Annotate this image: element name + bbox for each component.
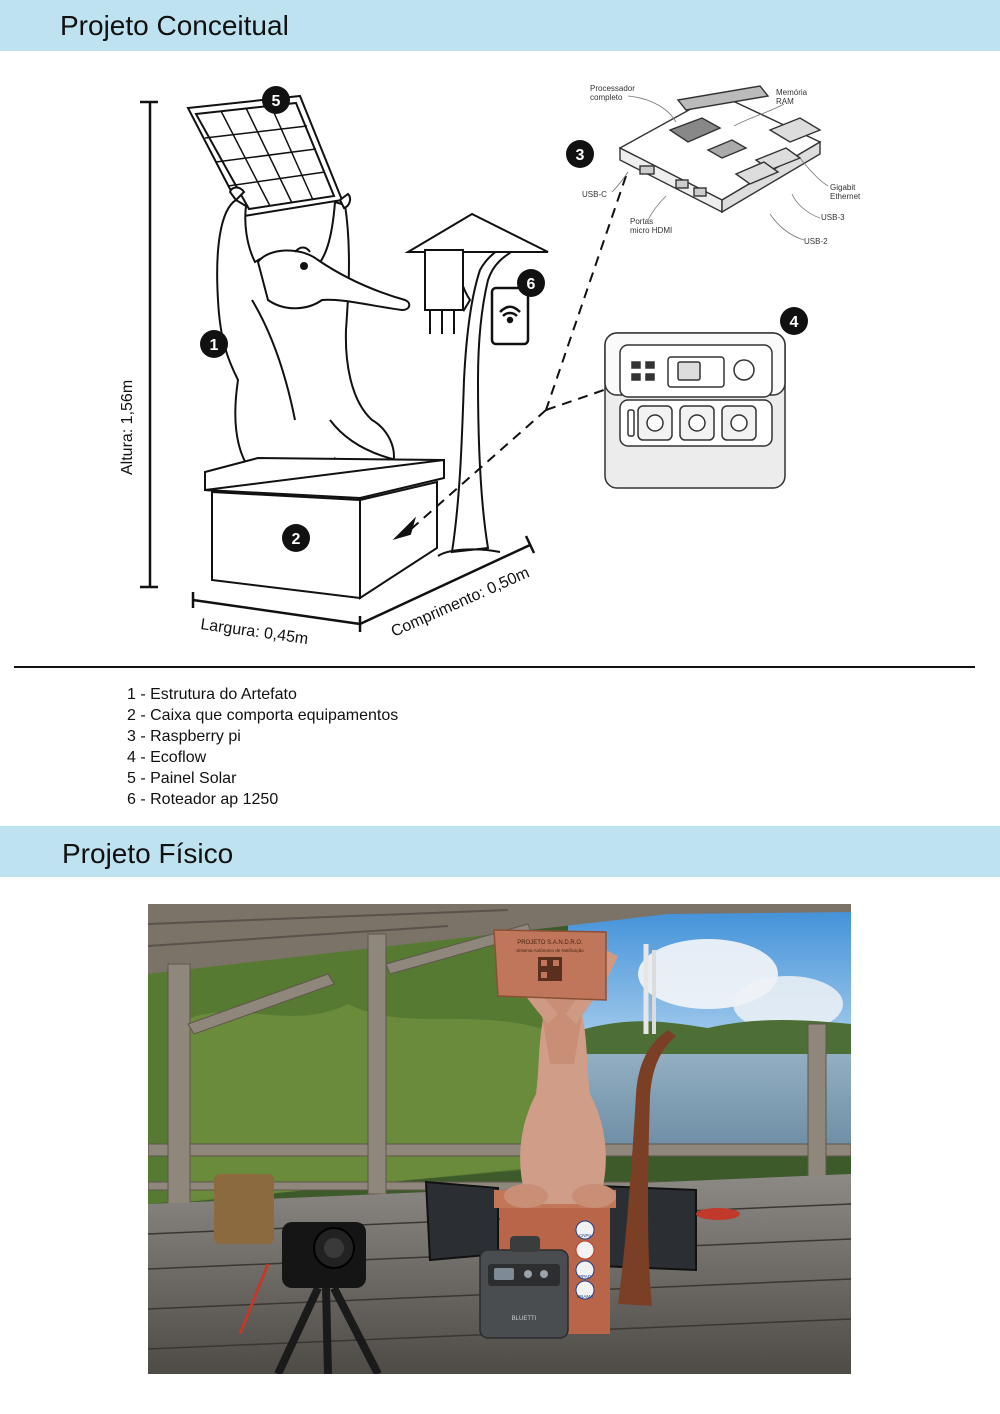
camera-photo [238, 1222, 382, 1374]
hdmi-label-2: micro HDMI [630, 226, 672, 235]
sponsor-badges: CNPq PPAD UNAMA [575, 1220, 595, 1300]
raspberry-pi-label-lines [611, 95, 829, 241]
statue-body [520, 1004, 606, 1204]
physical-photo-illustration: PROJETO S.A.N.D.R.O. Sistema Autônomo de… [148, 904, 851, 1374]
anteater-drawing [216, 186, 411, 472]
marker-6: 6 [517, 269, 545, 297]
station-brand: BLUETTI [512, 1316, 537, 1322]
legend-item: 5 - Painel Solar [127, 770, 237, 787]
marker-2: 2 [282, 524, 310, 552]
ethernet-label-1: Gigabit [830, 183, 856, 192]
usbc-label: USB-C [582, 190, 607, 199]
svg-text:2: 2 [292, 531, 301, 548]
raspberry-pi-drawing [618, 85, 822, 214]
svg-text:1: 1 [210, 337, 219, 354]
tree-drawing [404, 212, 549, 557]
processor-label-1: Processador [590, 84, 635, 93]
ram-label-1: Memória [776, 88, 808, 97]
sign-line-1: PROJETO S.A.N.D.R.O. [517, 940, 583, 946]
svg-text:5: 5 [272, 93, 281, 110]
raspberry-pi-labels: Processador completo Memória RAM USB-C P… [582, 84, 861, 246]
length-label: Comprimento: 0,50m [389, 564, 532, 640]
physical-photo: PROJETO S.A.N.D.R.O. Sistema Autônomo de… [148, 904, 851, 1374]
badge-unama: UNAMA [577, 1294, 593, 1299]
usb3-label: USB-3 [821, 213, 845, 222]
height-dimension [140, 100, 158, 589]
legend-item: 6 - Roteador ap 1250 [127, 791, 279, 808]
router-drawing [490, 286, 530, 346]
hdmi-label-1: Portas [630, 217, 653, 226]
marker-3: 3 [566, 140, 594, 168]
legend-list: 1 - Estrutura do Artefato 2 - Caixa que … [127, 684, 398, 810]
connection-lines [409, 175, 627, 531]
power-station-photo: BLUETTI [479, 1236, 569, 1339]
physical-header: Projeto Físico [0, 826, 1000, 877]
ethernet-label-2: Ethernet [830, 192, 861, 201]
svg-text:4: 4 [790, 314, 799, 331]
conceptual-header: Projeto Conceitual [0, 0, 1000, 51]
sign-line-2: Sistema Autônomo de Notificação [516, 948, 584, 953]
power-station-drawing [604, 332, 786, 489]
connection-arrowhead [392, 516, 417, 541]
processor-label-2: completo [590, 93, 623, 102]
marker-4: 4 [780, 307, 808, 335]
ram-label-2: RAM [776, 97, 794, 106]
usb2-label: USB-2 [804, 237, 828, 246]
height-label: Altura: 1,56m [119, 380, 136, 475]
legend-item: 3 - Raspberry pi [127, 728, 241, 745]
section-divider [14, 666, 975, 668]
width-label: Largura: 0,45m [199, 616, 309, 648]
legend-item: 4 - Ecoflow [127, 749, 207, 766]
marker-5: 5 [262, 86, 290, 114]
conceptual-title: Projeto Conceitual [60, 10, 289, 41]
svg-text:3: 3 [576, 147, 585, 164]
length-dimension [359, 535, 536, 626]
svg-text:6: 6 [527, 276, 536, 293]
legend-item: 1 - Estrutura do Artefato [127, 686, 297, 703]
conceptual-diagram: Altura: 1,56m Largura [119, 84, 861, 648]
physical-title: Projeto Físico [62, 838, 234, 869]
solar-panel-drawing [186, 94, 344, 218]
badge-cnpq: CNPq [579, 1233, 592, 1238]
badge-ppad: PPAD [579, 1274, 592, 1279]
marker-1: 1 [200, 330, 228, 358]
legend-item: 2 - Caixa que comporta equipamentos [127, 707, 399, 724]
